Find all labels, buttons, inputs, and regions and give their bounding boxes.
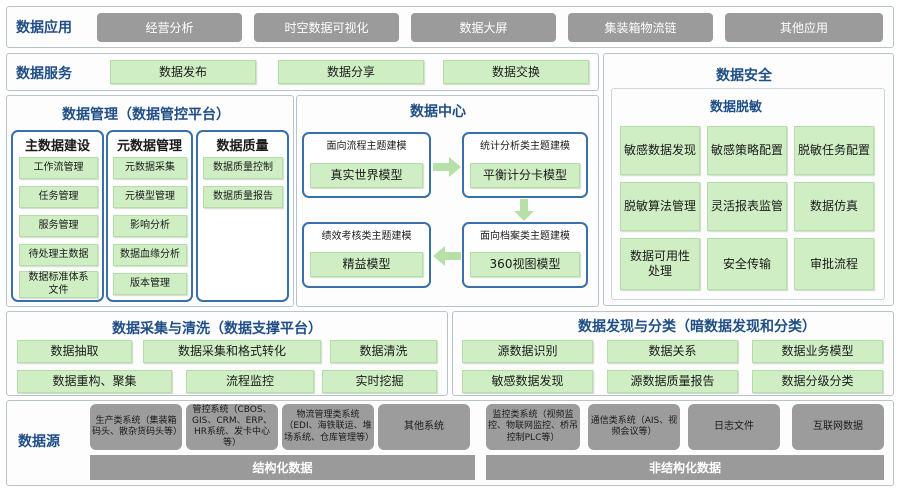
data-security-title: 数据安全	[716, 68, 772, 84]
app-item-spatiotemporal-visualization[interactable]: 时空数据可视化	[254, 13, 399, 42]
app-item-business-analysis[interactable]: 经营分析	[97, 13, 242, 42]
source-internet-data[interactable]: 互联网数据	[792, 404, 884, 450]
archive-model-head: 面向档案类主题建模	[480, 231, 570, 242]
security-item-5[interactable]: 数据仿真	[794, 182, 874, 231]
master-data-title: 主数据建设	[24, 139, 90, 154]
master-item-task[interactable]: 任务管理	[19, 186, 98, 208]
process-model-label[interactable]: 真实世界模型	[310, 163, 423, 188]
data-collect-title: 数据采集与清洗（数据支撑平台）	[112, 321, 322, 337]
source-monitoring-system[interactable]: 监控类系统（视频监控、物联网监控、桥吊控制PLC等）	[486, 404, 580, 450]
data-application-title: 数据应用	[16, 20, 72, 36]
master-item-service[interactable]: 服务管理	[19, 215, 98, 237]
meta-item-version[interactable]: 版本管理	[113, 273, 187, 295]
security-item-4[interactable]: 灵活报表监管	[707, 182, 787, 231]
discover-item-business-model[interactable]: 数据业务模型	[752, 340, 883, 363]
collect-item-extract[interactable]: 数据抽取	[17, 340, 132, 363]
source-control-system[interactable]: 管控系统（CBOS、GIS、CRM、ERP、HR系统、发卡中心等）	[186, 404, 278, 450]
meta-item-impact[interactable]: 影响分析	[113, 215, 187, 237]
performance-model-head: 绩效考核类主题建模	[321, 231, 412, 242]
archive-model-label[interactable]: 360视图模型	[470, 252, 580, 277]
data-source-title: 数据源	[18, 434, 60, 450]
structured-data-bar: 结构化数据	[90, 455, 475, 480]
discover-item-relation[interactable]: 数据关系	[607, 340, 738, 363]
arrow-down-icon	[514, 199, 534, 221]
service-item-publish[interactable]: 数据发布	[110, 60, 256, 84]
app-item-container-logistics[interactable]: 集装箱物流链	[568, 13, 713, 42]
security-item-0[interactable]: 敏感数据发现	[620, 126, 700, 175]
meta-item-lineage[interactable]: 数据血缘分析	[113, 244, 187, 266]
master-item-pending[interactable]: 待处理主数据	[19, 244, 98, 266]
service-item-share[interactable]: 数据分享	[278, 60, 424, 84]
discover-item-sensitive[interactable]: 敏感数据发现	[462, 370, 593, 393]
quality-item-control[interactable]: 数据质量控制	[203, 157, 283, 179]
stats-model-label[interactable]: 平衡计分卡模型	[470, 163, 580, 188]
security-item-2[interactable]: 脱敏任务配置	[794, 126, 874, 175]
security-item-1[interactable]: 敏感策略配置	[707, 126, 787, 175]
source-other-system[interactable]: 其他系统	[378, 404, 470, 450]
app-item-data-screen[interactable]: 数据大屏	[411, 13, 556, 42]
security-item-7[interactable]: 安全传输	[707, 238, 787, 290]
source-log-files[interactable]: 日志文件	[688, 404, 780, 450]
discover-item-classify[interactable]: 数据分级分类	[752, 370, 883, 393]
collect-item-monitor[interactable]: 流程监控	[186, 370, 314, 393]
data-service-title: 数据服务	[16, 66, 72, 82]
app-item-other-apps[interactable]: 其他应用	[725, 13, 883, 42]
meta-item-model[interactable]: 元模型管理	[113, 186, 187, 208]
meta-item-collect[interactable]: 元数据采集	[113, 157, 187, 179]
source-communication-system[interactable]: 通信类系统（AIS、视频会议等）	[588, 404, 680, 450]
collect-item-mining[interactable]: 实时挖掘	[322, 370, 437, 393]
stats-model-head: 统计分析类主题建模	[480, 141, 570, 152]
unstructured-data-bar: 非结构化数据	[486, 455, 884, 480]
data-management-title: 数据管理（数据管控平台）	[62, 107, 230, 123]
discover-item-source-identify[interactable]: 源数据识别	[462, 340, 593, 363]
arrow-left-icon	[433, 246, 461, 266]
service-item-exchange[interactable]: 数据交换	[443, 60, 589, 84]
source-logistics-system[interactable]: 物流管理类系统（EDI、海铁联运、堆场系统、仓库管理等）	[282, 404, 374, 450]
metadata-title: 元数据管理	[116, 139, 182, 154]
security-item-8[interactable]: 审批流程	[794, 238, 874, 290]
performance-model-label[interactable]: 精益模型	[310, 252, 423, 277]
data-quality-box	[196, 130, 289, 302]
master-item-standard-docs[interactable]: 数据标准体系文件	[19, 271, 98, 298]
discover-item-quality-report[interactable]: 源数据质量报告	[607, 370, 738, 393]
collect-item-clean[interactable]: 数据清洗	[330, 340, 437, 363]
process-model-head: 面向流程主题建模	[326, 141, 407, 152]
data-discover-title: 数据发现与分类（暗数据发现和分类）	[578, 319, 816, 335]
data-masking-title: 数据脱敏	[710, 100, 763, 115]
collect-item-convert[interactable]: 数据采集和格式转化	[143, 340, 321, 363]
security-item-6[interactable]: 数据可用性处理	[620, 238, 700, 290]
data-center-title: 数据中心	[410, 104, 466, 120]
collect-item-reconstruct[interactable]: 数据重构、聚集	[17, 370, 172, 393]
arrow-right-icon	[433, 157, 461, 177]
data-quality-title: 数据质量	[216, 139, 269, 154]
quality-item-report[interactable]: 数据质量报告	[203, 186, 283, 208]
security-item-3[interactable]: 脱敏算法管理	[620, 182, 700, 231]
master-item-workflow[interactable]: 工作流管理	[19, 157, 98, 179]
source-production-system[interactable]: 生产类系统（集装箱码头、散杂货码头等）	[90, 404, 182, 450]
